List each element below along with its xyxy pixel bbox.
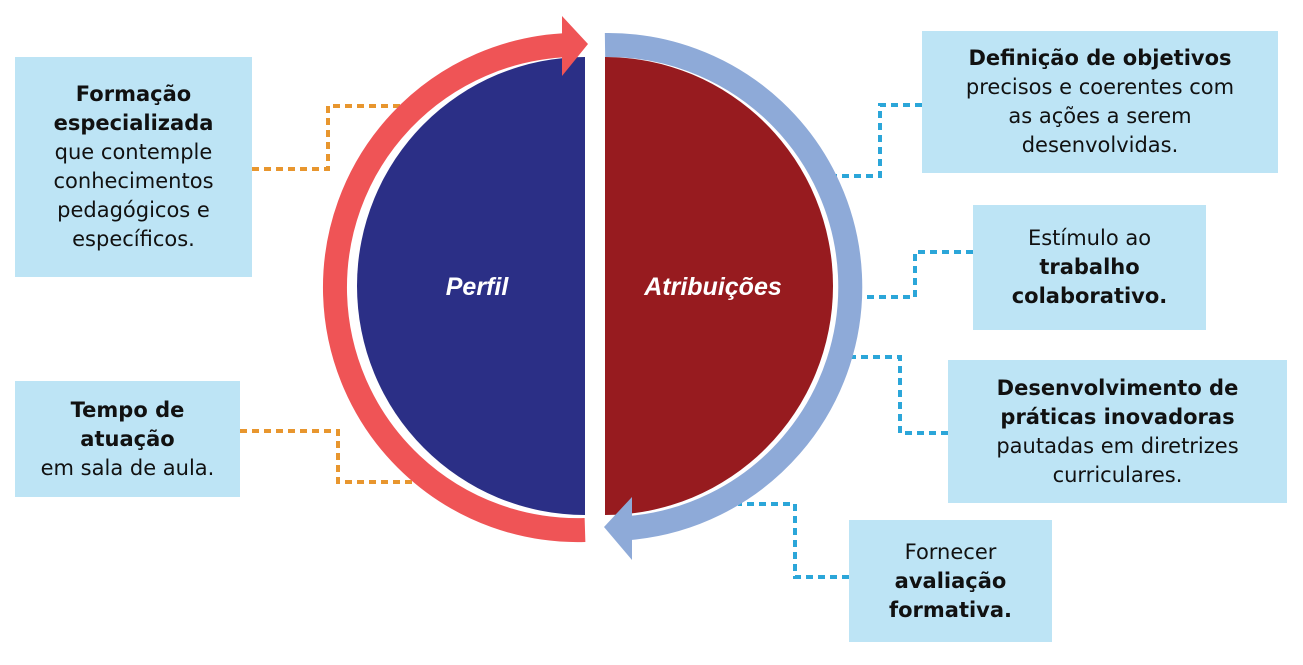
perfil-label: Perfil bbox=[446, 273, 510, 301]
connector-avaliacao bbox=[738, 502, 849, 579]
atribuicoes-half bbox=[605, 57, 833, 515]
box-bold-text: Desenvolvimento de práticas inovadoras bbox=[996, 375, 1239, 429]
atribuicoes-box-colaborativo: Estímulo ao trabalho colaborativo. bbox=[973, 205, 1206, 330]
connector-formacao bbox=[252, 104, 418, 171]
box-text: em sala de aula. bbox=[40, 455, 215, 480]
box-bold-text: Definição de objetivos bbox=[968, 46, 1232, 70]
atribuicoes-box-objetivos: Definição de objetivos precisos e coeren… bbox=[922, 31, 1278, 173]
atribuicoes-label: Atribuições bbox=[643, 273, 782, 301]
atribuicoes-ring-arrow bbox=[604, 32, 863, 540]
box-text: Fornecer bbox=[904, 539, 997, 564]
box-text: pautadas em diretrizes curriculares. bbox=[996, 433, 1239, 487]
atribuicoes-box-praticas: Desenvolvimento de práticas inovadoras p… bbox=[948, 360, 1287, 503]
atribuicoes-box-avaliacao: Fornecer avaliação formativa. bbox=[849, 520, 1052, 642]
connector-praticas bbox=[846, 355, 948, 435]
connector-colaborativo bbox=[848, 250, 973, 299]
perfil-ring-arrow bbox=[322, 33, 586, 543]
perfil-box-formacao: Formação especializada que contemple con… bbox=[15, 57, 252, 277]
box-text: Estímulo ao bbox=[1027, 226, 1152, 250]
perfil-box-tempo: Tempo de atuação em sala de aula. bbox=[15, 381, 240, 497]
box-bold-text: trabalho colaborativo. bbox=[1011, 255, 1168, 308]
connector-tempo bbox=[240, 429, 428, 484]
perfil-half bbox=[357, 57, 585, 515]
connector-objetivos bbox=[830, 103, 922, 178]
box-bold-text: Formação especializada bbox=[53, 82, 214, 135]
perfil-arrowhead bbox=[562, 16, 588, 76]
atribuicoes-arrowhead bbox=[604, 497, 632, 560]
box-text: precisos e coerentes com as ações a sere… bbox=[965, 75, 1235, 157]
box-text: que contemple conhecimentos pedagógicos … bbox=[53, 140, 214, 251]
box-bold-text: Tempo de atuação bbox=[70, 397, 185, 451]
box-bold-text: avaliação formativa. bbox=[888, 568, 1013, 622]
